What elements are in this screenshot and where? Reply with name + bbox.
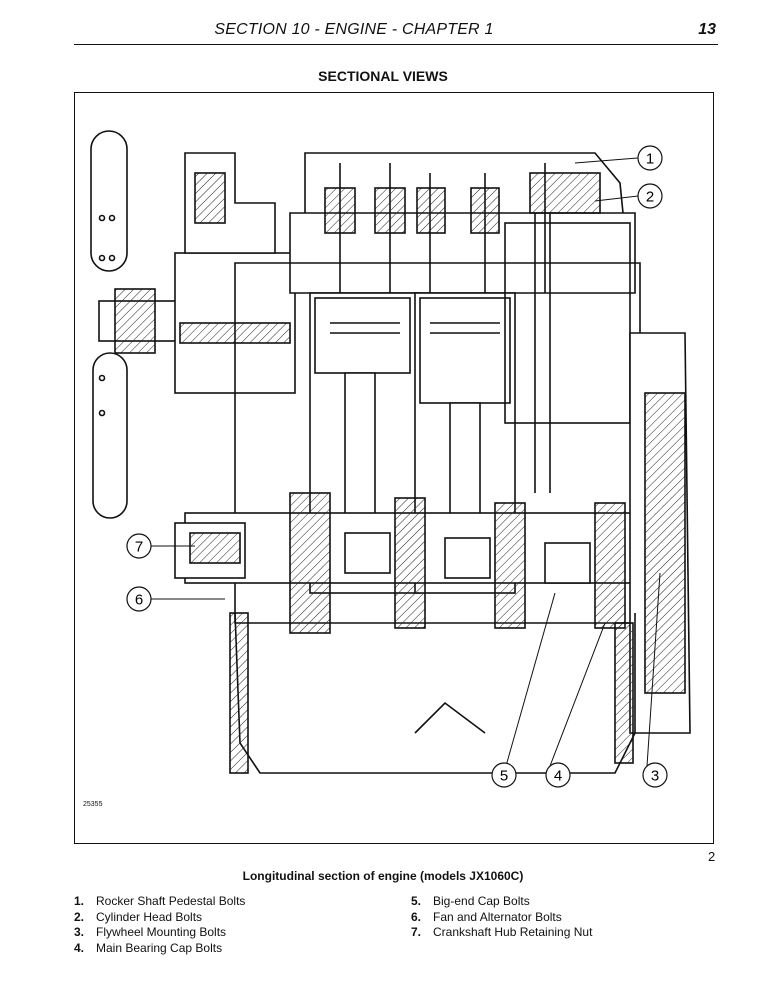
engine-outline: [90, 130, 691, 774]
callout-3: 3: [642, 762, 668, 788]
figure-reference-code: 25355: [83, 801, 103, 808]
callout-6-label: 6: [135, 592, 143, 609]
legend-left-column: 1.Rocker Shaft Pedestal Bolts 2.Cylinder…: [74, 894, 245, 956]
legend-item: 1.Rocker Shaft Pedestal Bolts: [74, 894, 246, 908]
header-title: SECTION 10 - ENGINE - CHAPTER 1: [214, 21, 494, 38]
callout-5-label: 5: [500, 768, 508, 785]
figure-number: 2: [708, 849, 716, 864]
legend-right-column: 5.Big-end Cap Bolts 6.Fan and Alternator…: [411, 894, 592, 941]
callout-6: 6: [126, 586, 152, 612]
legend-item: 3.Flywheel Mounting Bolts: [74, 925, 227, 940]
legend-item: 7.Crankshaft Hub Retaining Nut: [411, 925, 593, 940]
callout-4: 4: [545, 762, 571, 788]
legend-item: 6.Fan and Alternator Bolts: [411, 909, 562, 924]
page-number: 13: [698, 21, 716, 38]
callout-2: 2: [637, 183, 663, 209]
figure-caption: Longitudinal section of engine (models J…: [242, 869, 524, 883]
callout-markers: 1 2 3 4 5 6 7: [126, 145, 668, 788]
section-title: SECTIONAL VIEWS: [318, 68, 448, 84]
legend-item: 5.Big-end Cap Bolts: [411, 894, 530, 908]
callout-7-label: 7: [135, 539, 143, 556]
callout-3-label: 3: [651, 768, 659, 785]
page-header: SECTION 10 - ENGINE - CHAPTER 1 13: [74, 18, 718, 45]
callout-1: 1: [637, 145, 663, 171]
engine-drawing: 1 2 3 4 5 6 7: [90, 130, 691, 788]
callout-2-label: 2: [646, 189, 654, 206]
leader-lines: [149, 157, 661, 767]
callout-5: 5: [491, 762, 517, 788]
callout-1-label: 1: [646, 151, 654, 168]
legend-item: 2.Cylinder Head Bolts: [74, 909, 203, 924]
callout-4-label: 4: [554, 768, 562, 785]
callout-7: 7: [126, 533, 152, 559]
legend-item: 4.Main Bearing Cap Bolts: [74, 940, 223, 955]
engine-section-figure: 1 2 3 4 5 6 7: [74, 92, 714, 844]
